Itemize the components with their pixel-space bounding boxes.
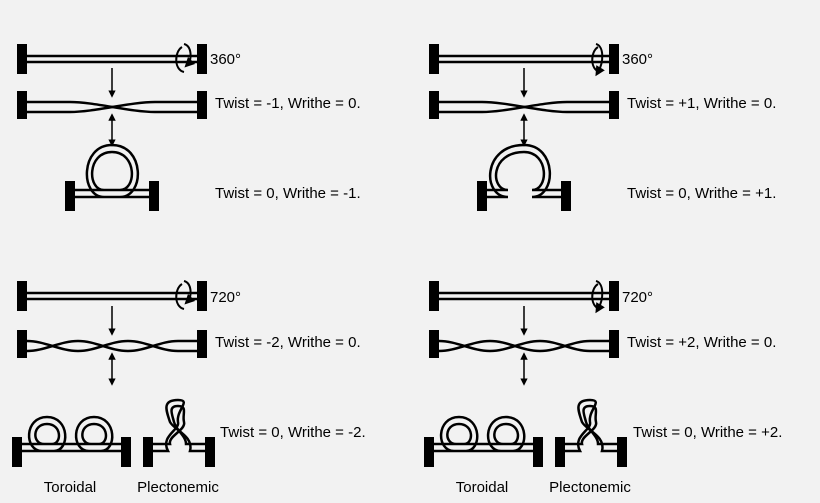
untwisted-rod: [17, 44, 207, 74]
plectonemic-label: Plectonemic: [549, 479, 631, 496]
twisted-state-label: Twist = -1, Writhe = 0.: [215, 95, 361, 112]
writhed-state-label: Twist = 0, Writhe = +2.: [633, 424, 782, 441]
panel-twist-plus-1: 360° Twist = +1, Writhe = 0. Twist = 0, …: [429, 43, 776, 211]
untwisted-rod: [17, 281, 207, 311]
rotation-arrow-icon: [175, 43, 196, 73]
twisted-rod: [429, 91, 619, 119]
rotation-angle-label: 720°: [210, 289, 241, 306]
plectonemic-rod: [555, 398, 627, 467]
writhed-state-label: Twist = 0, Writhe = -2.: [220, 424, 366, 441]
writhed-rod: [65, 143, 159, 211]
plectonemic-label: Plectonemic: [137, 479, 219, 496]
toroidal-label: Toroidal: [456, 479, 509, 496]
rotation-angle-label: 360°: [622, 51, 653, 68]
panel-twist-minus-1: 360° Twist = -1, Writhe = 0. Twist = 0, …: [17, 43, 361, 211]
twisted-state-label: Twist = +1, Writhe = 0.: [627, 95, 776, 112]
untwisted-rod: [429, 44, 619, 74]
rotation-arrow-icon: [591, 43, 605, 77]
toroidal-rod: [12, 415, 131, 467]
panel-twist-plus-2: 720° Twist = +2, Writhe = 0. Twist = 0, …: [424, 280, 782, 496]
writhed-state-label: Twist = 0, Writhe = -1.: [215, 185, 361, 202]
twisted-state-label: Twist = +2, Writhe = 0.: [627, 334, 776, 351]
rotation-angle-label: 720°: [622, 289, 653, 306]
toroidal-rod: [424, 415, 543, 467]
writhed-state-label: Twist = 0, Writhe = +1.: [627, 185, 776, 202]
writhed-rod: [477, 143, 571, 211]
rotation-angle-label: 360°: [210, 51, 241, 68]
twisted-rod: [429, 330, 619, 358]
rotation-arrow-icon: [591, 280, 605, 314]
untwisted-rod: [429, 281, 619, 311]
panel-twist-minus-2: 720° Twist = -2, Writhe = 0. Twist = 0, …: [12, 280, 366, 496]
twisted-rod: [17, 330, 207, 358]
twisted-rod: [17, 91, 207, 119]
twisted-state-label: Twist = -2, Writhe = 0.: [215, 334, 361, 351]
plectonemic-rod: [143, 398, 215, 467]
rotation-arrow-icon: [175, 280, 196, 310]
toroidal-label: Toroidal: [44, 479, 97, 496]
